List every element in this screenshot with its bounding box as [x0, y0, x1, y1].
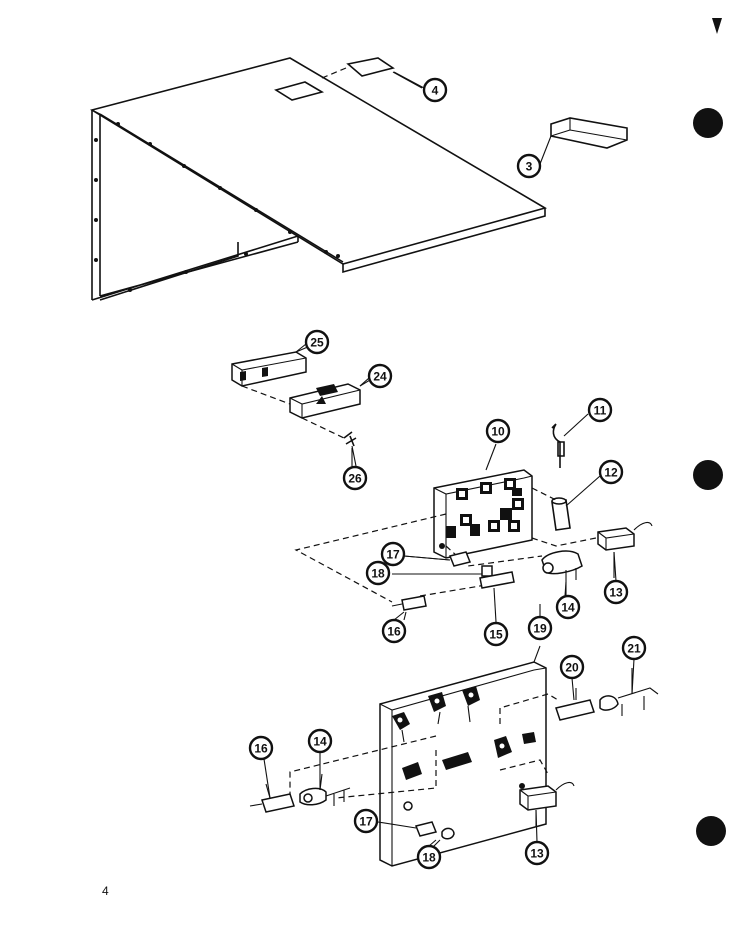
callout-18-upper-label: 18	[371, 567, 385, 581]
callout-10: 10	[485, 418, 511, 444]
callout-10-label: 10	[491, 425, 505, 439]
callout-19: 19	[527, 615, 553, 641]
callout-18-lower: 18	[416, 844, 442, 870]
callout-18-lower-label: 18	[422, 851, 436, 865]
callout-15-label: 15	[489, 628, 503, 642]
callout-24-label: 24	[373, 370, 387, 384]
top-cover-assembly	[89, 57, 628, 301]
callout-25: 25	[304, 329, 330, 355]
callout-12-label: 12	[604, 466, 618, 480]
leader-lines	[263, 71, 635, 847]
callout-17-upper: 17	[380, 541, 406, 567]
callout-17-lower-label: 17	[359, 815, 373, 829]
callout-3: 3	[516, 153, 542, 179]
control-board-19	[379, 645, 547, 867]
corner-mark	[712, 18, 722, 34]
callout-12: 12	[598, 459, 624, 485]
callout-15: 15	[483, 621, 509, 647]
callout-21-label: 21	[627, 642, 641, 656]
callout-17-upper-label: 17	[386, 548, 400, 562]
page-number: 4	[102, 884, 109, 898]
callout-11-label: 11	[594, 404, 607, 418]
callout-16-upper: 16	[381, 618, 407, 644]
middle-wiring	[294, 513, 653, 623]
callout-16-upper-label: 16	[387, 625, 401, 639]
switch-bracket-assembly	[231, 345, 371, 467]
callout-4-label: 4	[432, 84, 439, 98]
callout-20: 20	[559, 654, 585, 680]
callout-26-label: 26	[348, 472, 362, 486]
callout-3-label: 3	[526, 160, 533, 174]
callout-13-lower: 13	[524, 840, 550, 866]
callout-13-upper-label: 13	[609, 586, 623, 600]
control-board-10	[433, 443, 533, 559]
callout-25-label: 25	[310, 336, 324, 350]
punch-hole-top	[693, 108, 723, 138]
binder-holes	[693, 18, 726, 846]
callout-14-upper-label: 14	[561, 601, 575, 615]
callout-14-upper: 14	[555, 594, 581, 620]
lower-wiring	[249, 668, 659, 849]
callout-24: 24	[367, 363, 393, 389]
callout-4: 4	[422, 77, 448, 103]
callout-19-label: 19	[533, 622, 547, 636]
callout-26: 26	[342, 465, 368, 491]
callout-14-lower-label: 14	[313, 735, 327, 749]
callout-13-lower-label: 13	[530, 847, 544, 861]
rivets	[94, 122, 340, 292]
callout-14-lower: 14	[307, 728, 333, 754]
callout-11: 11	[587, 397, 613, 423]
callout-20-label: 20	[565, 661, 579, 675]
callout-18-upper: 18	[365, 560, 391, 586]
callout-13-upper: 13	[603, 579, 629, 605]
punch-hole-bottom	[696, 816, 726, 846]
callout-21: 21	[621, 635, 647, 661]
punch-hole-middle	[693, 460, 723, 490]
callout-16-lower-label: 16	[254, 742, 268, 756]
fuse-and-wire	[531, 413, 601, 531]
callout-17-lower: 17	[353, 808, 379, 834]
callout-16-lower: 16	[248, 735, 274, 761]
